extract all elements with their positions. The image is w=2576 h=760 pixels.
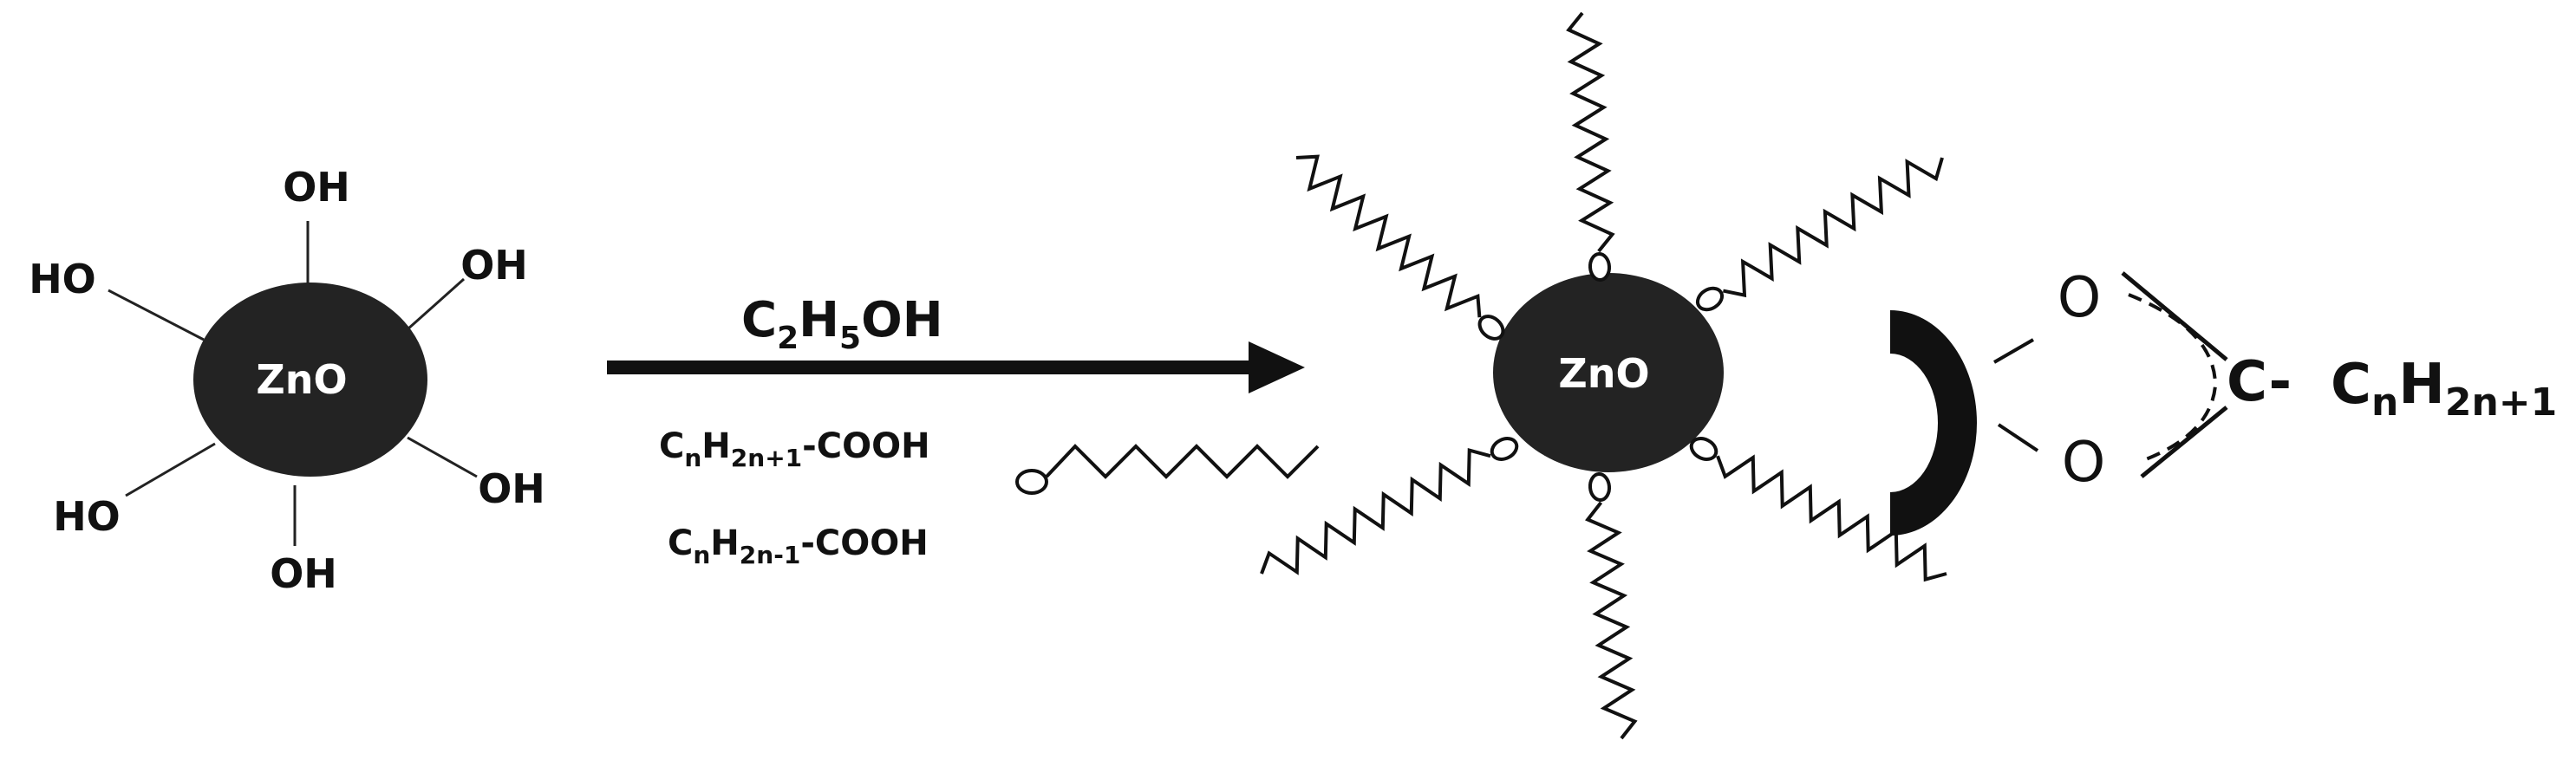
- carboxylate-anchors: [1477, 252, 1725, 502]
- co-bond-top: [2121, 271, 2228, 361]
- reaction-conditions: C2H5OH CnH2n+1-COOH CnH2n-1-COOH: [607, 292, 1320, 569]
- co-bond-bottom: [2140, 406, 2228, 478]
- carboxylate-anchor-north-west: [1477, 315, 1505, 341]
- hydroxyl-label-upper-left: HO: [29, 256, 96, 302]
- surface-bond-bottom: [1997, 423, 2039, 452]
- alkyl-chain-north-east: [1723, 157, 1944, 298]
- carboxylate-anchor-south-east: [1689, 437, 1718, 461]
- hydroxyl-label-top: OH: [283, 164, 350, 211]
- hydroxylated-zno-particle: ZnO OH OH OH HO HO OH: [29, 164, 545, 597]
- hydroxyl-bond-lower-left: [125, 442, 216, 497]
- zno-core-left-label: ZnO: [256, 356, 347, 403]
- fatty-acid-chain-symbol: [1015, 444, 1320, 495]
- zno-core-right: [1493, 273, 1724, 472]
- hydroxyl-bonds: [108, 221, 478, 546]
- capped-zno-particle: ZnO: [1260, 11, 1947, 740]
- solvent-formula: C2H5OH: [741, 292, 943, 356]
- alkyl-chain-north: [1566, 11, 1615, 253]
- alkyl-chain-south-west: [1260, 448, 1491, 575]
- hydroxyl-bond-upper-right: [407, 277, 465, 331]
- carboxylate-anchor-north: [1588, 252, 1612, 282]
- saturated-acid-formula: CnH2n+1-COOH: [659, 426, 930, 472]
- hydroxyl-bond-lower-right: [407, 436, 478, 478]
- hydroxyl-bond-upper-left: [108, 289, 205, 341]
- alkyl-chain-north-west: [1295, 154, 1482, 318]
- zno-core-right-label: ZnO: [1558, 350, 1649, 397]
- hydroxyl-label-lower-right: OH: [478, 465, 545, 512]
- alkyl-chain-formula: CnH2n+1: [2331, 353, 2557, 425]
- unsaturated-acid-formula: CnH2n-1-COOH: [668, 523, 929, 569]
- carboxylate-anchor-north-east: [1695, 286, 1725, 312]
- carboxyl-head-icon: [1015, 469, 1048, 495]
- hydroxyl-label-lower-left: HO: [53, 493, 121, 540]
- zno-core-left: [193, 283, 427, 477]
- hydroxyl-label-bottom: OH: [270, 550, 337, 597]
- alkyl-tail-icon: [1045, 444, 1320, 479]
- reaction-arrow-head: [1249, 341, 1305, 393]
- alkyl-chain-south-east: [1716, 454, 1947, 582]
- surface-bond-top: [1992, 338, 2035, 364]
- alkyl-chain-south: [1585, 501, 1638, 740]
- hydroxyl-label-upper-right: OH: [460, 242, 528, 289]
- alkyl-chains: [1260, 11, 1947, 740]
- carboxylate-binding-detail: O O C- CnH2n+1: [1890, 266, 2557, 536]
- carboxylate-anchor-south-west: [1490, 437, 1519, 461]
- carbon-label: C-: [2227, 350, 2292, 414]
- oxygen-label-top: O: [2058, 266, 2101, 330]
- carboxylate-anchor-south: [1588, 472, 1612, 502]
- oxygen-label-bottom: O: [2062, 431, 2105, 495]
- delocalized-bond-dashes: [2128, 293, 2218, 461]
- particle-surface-arc: [1890, 310, 1977, 536]
